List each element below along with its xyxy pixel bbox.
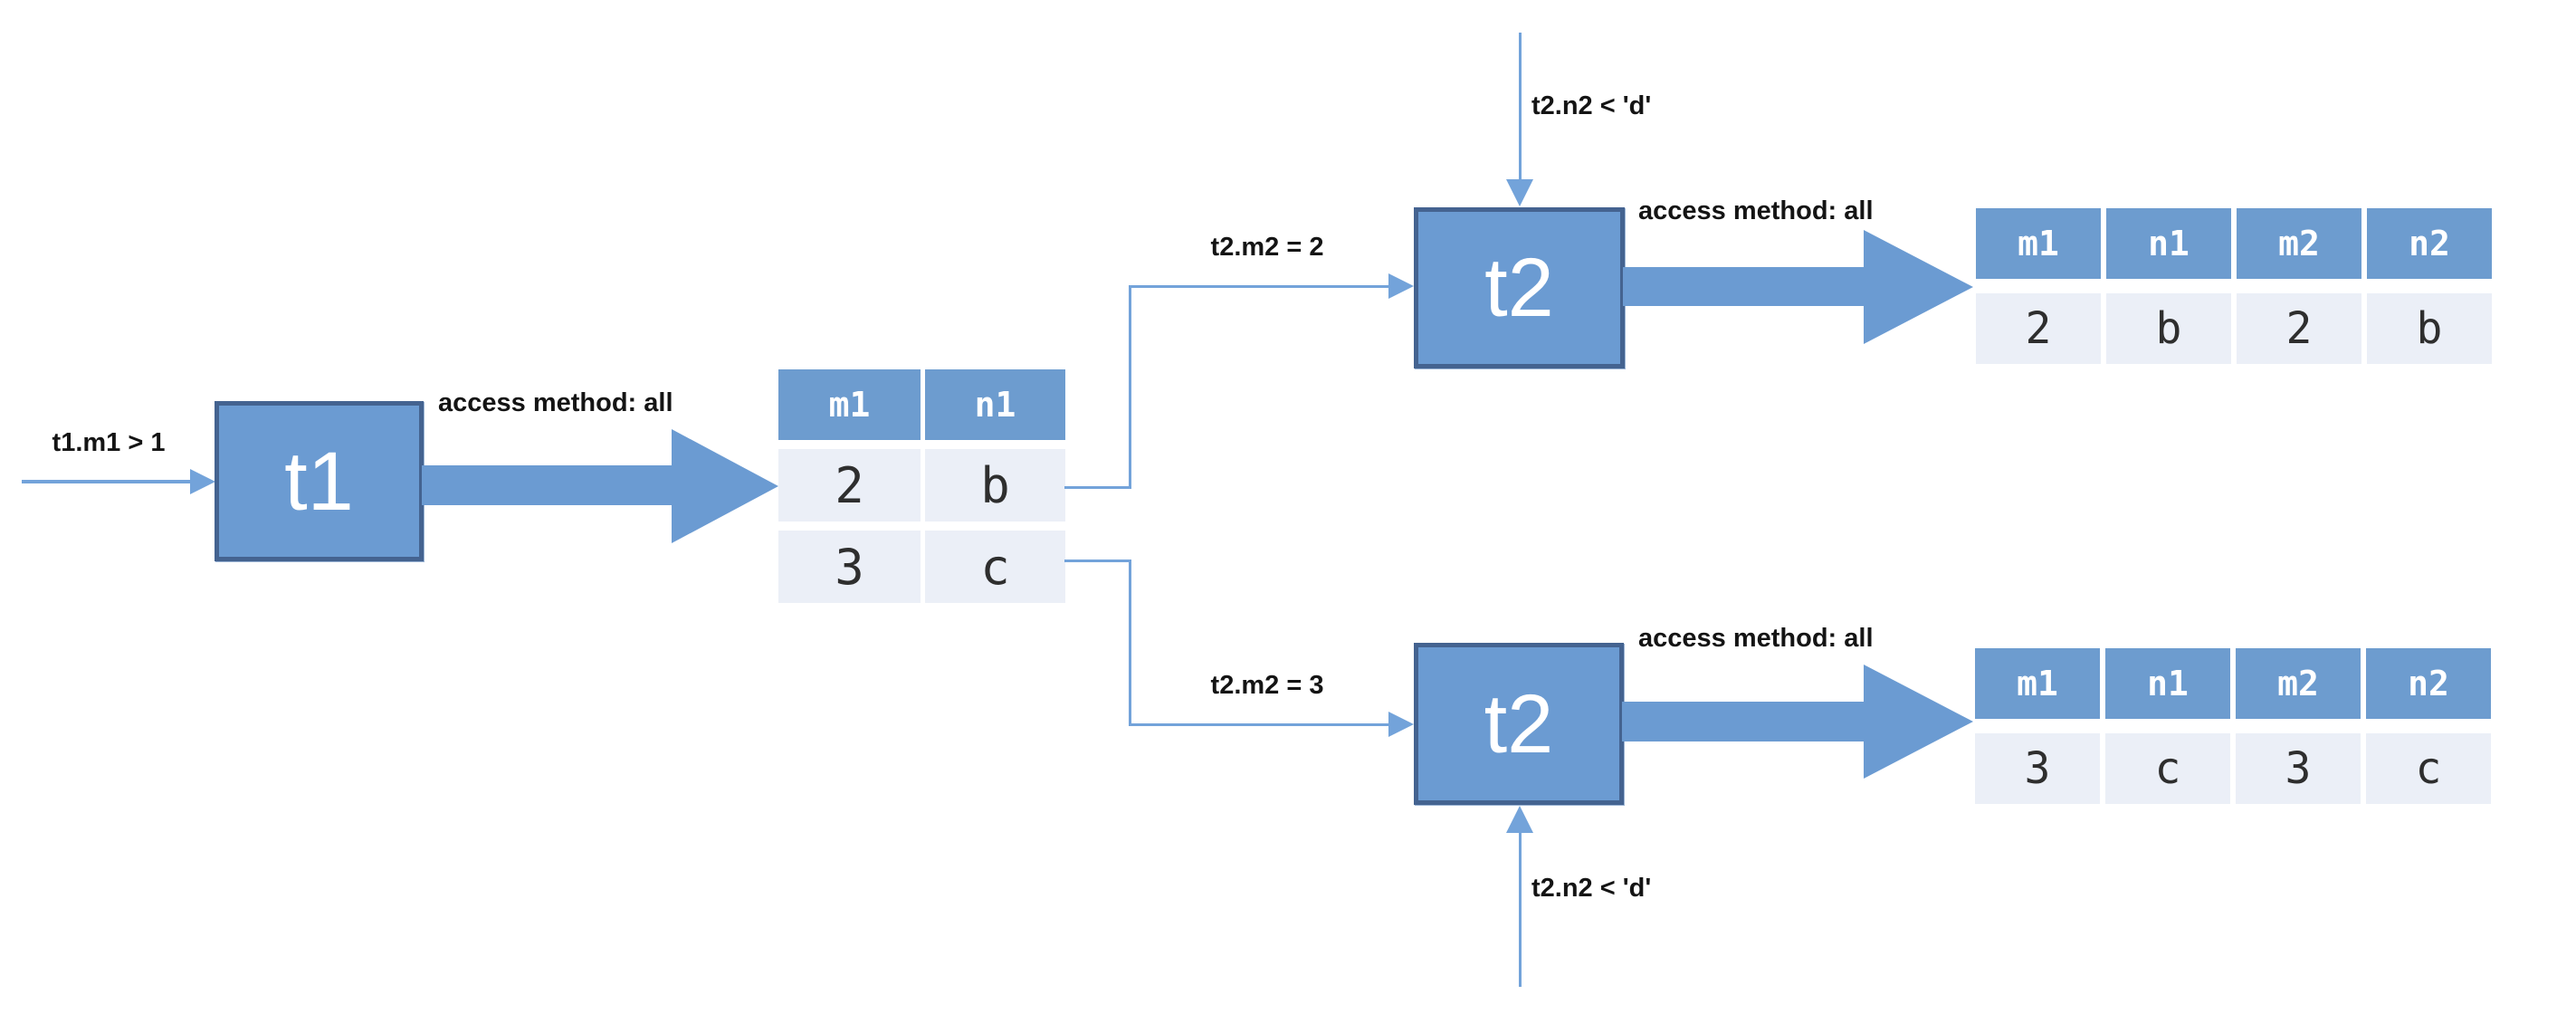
top-cell-m2: 2 (2237, 293, 2361, 364)
bottom-cell-n1: c (2105, 733, 2230, 804)
bottom-connector-horizontal (1131, 723, 1390, 726)
t1-col-header-n1: n1 (925, 369, 1065, 440)
bottom-output-arrowhead-icon (1864, 665, 1973, 779)
bottom-col-header-m1: m1 (1975, 648, 2100, 719)
top-t2-operator-box: t2 (1414, 207, 1625, 368)
bottom-col-header-m2: m2 (2236, 648, 2361, 719)
top-col-header-m1: m1 (1976, 208, 2101, 279)
t1-operator-box: t1 (215, 401, 424, 561)
bottom-pushdown-arrowhead-icon (1506, 806, 1533, 833)
top-result-table: m1 n1 m2 n2 2 b 2 b (1976, 208, 2492, 364)
t1-col-header-m1: m1 (778, 369, 921, 440)
top-t2-box-label: t2 (1484, 242, 1554, 334)
top-col-header-n2: n2 (2367, 208, 2492, 279)
bottom-result-table: m1 n1 m2 n2 3 c 3 c (1975, 648, 2491, 804)
bottom-connector-arrowhead-icon (1388, 712, 1414, 737)
bottom-output-arrow-shaft (1622, 702, 1864, 741)
top-cell-m1: 2 (1976, 293, 2101, 364)
t1-cell-r1-m1: 2 (778, 449, 921, 521)
top-connector-horizontal (1131, 285, 1390, 288)
t1-filter-label: t1.m1 > 1 (52, 428, 166, 457)
bottom-pushdown-arrow-line (1519, 833, 1522, 987)
bottom-t2-box-label: t2 (1484, 677, 1554, 770)
top-connector-vertical (1129, 285, 1131, 489)
top-pushdown-arrow-line (1519, 33, 1522, 179)
top-cell-n1: b (2106, 293, 2231, 364)
top-access-method-label: access method: all (1638, 196, 1874, 225)
top-pushdown-arrowhead-icon (1506, 179, 1533, 206)
bottom-cell-m2: 3 (2236, 733, 2361, 804)
t1-output-arrowhead-icon (672, 429, 778, 543)
top-output-arrowhead-icon (1864, 230, 1973, 344)
t1-access-method-label: access method: all (438, 388, 673, 417)
t1-cell-r2-m1: 3 (778, 531, 921, 603)
top-output-arrow-shaft (1623, 267, 1864, 306)
t1-input-arrow-line (22, 480, 192, 483)
bottom-pushdown-condition-label: t2.n2 < 'd' (1531, 874, 1652, 903)
bottom-join-condition-label: t2.m2 = 3 (1210, 671, 1324, 700)
bottom-connector-stub (1064, 560, 1131, 562)
t1-cell-r1-n1: b (925, 449, 1065, 521)
top-cell-n2: b (2367, 293, 2492, 364)
bottom-access-method-label: access method: all (1638, 624, 1874, 653)
bottom-col-header-n2: n2 (2366, 648, 2491, 719)
bottom-connector-vertical (1129, 560, 1131, 726)
bottom-col-header-n1: n1 (2105, 648, 2230, 719)
bottom-t2-operator-box: t2 (1414, 643, 1624, 805)
top-join-condition-label: t2.m2 = 2 (1210, 233, 1324, 262)
t1-cell-r2-n1: c (925, 531, 1065, 603)
top-connector-stub (1064, 486, 1131, 489)
bottom-cell-m1: 3 (1975, 733, 2100, 804)
t1-output-arrow-shaft (422, 465, 673, 505)
top-col-header-m2: m2 (2237, 208, 2361, 279)
bottom-cell-n2: c (2366, 733, 2491, 804)
t1-input-arrowhead-icon (190, 469, 215, 494)
top-pushdown-condition-label: t2.n2 < 'd' (1531, 91, 1652, 120)
t1-box-label: t1 (284, 435, 354, 528)
top-connector-arrowhead-icon (1388, 273, 1414, 299)
top-col-header-n1: n1 (2106, 208, 2231, 279)
t1-result-table: m1 n1 2 b 3 c (778, 369, 1065, 603)
